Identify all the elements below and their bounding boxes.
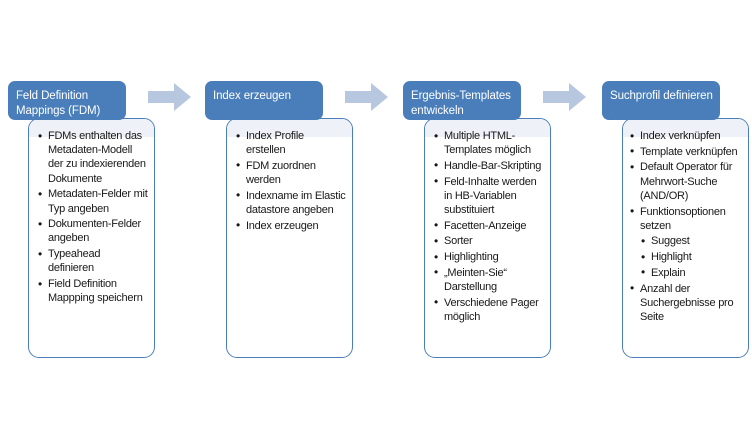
list-item-sub: Suggest (629, 234, 742, 248)
stage-templates-body: Multiple HTML-Templates möglich Handle-B… (424, 118, 551, 358)
list-item: Anzahl der Suchergebnisse pro Seite (629, 281, 742, 325)
list-item: Feld-Inhalte werden in HB-Variablen subs… (433, 174, 544, 218)
list-item: Metadaten-Felder mit Typ angeben (37, 187, 148, 215)
stage-searchprofile-body: Index verknüpfen Template verknüpfen Def… (622, 118, 749, 358)
list-item: Multiple HTML-Templates möglich (433, 128, 544, 157)
list-item: Verschiedene Pager möglich (433, 295, 544, 324)
stage-index-bullet-list: Index Profile erstellen FDM zuordnen wer… (227, 119, 352, 240)
list-item: Dokumenten-Felder angeben (37, 217, 148, 245)
stage-searchprofile-header[interactable]: Suchprofil definieren (602, 81, 720, 120)
stage-templates-bullet-list: Multiple HTML-Templates möglich Handle-B… (425, 119, 550, 332)
flow-arrow-right-icon (543, 83, 586, 111)
list-item: „Meinten-Sie“ Darstellung (433, 265, 544, 294)
list-item: Facetten-Anzeige (433, 218, 544, 233)
stage-fdm-body: FDMs enthalten das Metadaten-Modell der … (28, 118, 155, 358)
list-item-sub: Explain (629, 265, 742, 280)
stage-searchprofile-bullet-list: Index verknüpfen Template verknüpfen Def… (623, 119, 748, 332)
stage-fdm-header[interactable]: Feld Definition Mappings (FDM) (8, 81, 126, 120)
list-item: Default Operator für Mehrwort-Suche (AND… (629, 160, 742, 203)
stage-templates-header[interactable]: Ergebnis-Templates entwickeln (403, 81, 521, 120)
flow-arrow-right-icon (148, 83, 191, 111)
list-item: FDMs enthalten das Metadaten-Modell der … (37, 129, 148, 186)
list-item-sub: Highlight (629, 250, 742, 264)
list-item: Highlighting (433, 250, 544, 264)
list-item: Typeahead definieren (37, 247, 148, 275)
stage-index-header[interactable]: Index erzeugen (205, 81, 323, 120)
list-item: Field Definition Mappping speichern (37, 277, 148, 305)
list-item: Index Profile erstellen (235, 128, 346, 157)
list-item: Template verknüpfen (629, 144, 742, 159)
list-item: FDM zuordnen werden (235, 158, 346, 187)
list-item: Index erzeugen (235, 218, 346, 233)
list-item: Funktionsoptionen setzen (629, 204, 742, 233)
list-item: Indexname im Elastic datastore angeben (235, 188, 346, 217)
stage-index-body: Index Profile erstellen FDM zuordnen wer… (226, 118, 353, 358)
stage-fdm-bullet-list: FDMs enthalten das Metadaten-Modell der … (29, 119, 154, 313)
list-item: Index verknüpfen (629, 128, 742, 143)
flow-arrow-right-icon (345, 83, 388, 111)
list-item: Handle-Bar-Skripting (433, 158, 544, 173)
list-item: Sorter (433, 234, 544, 248)
